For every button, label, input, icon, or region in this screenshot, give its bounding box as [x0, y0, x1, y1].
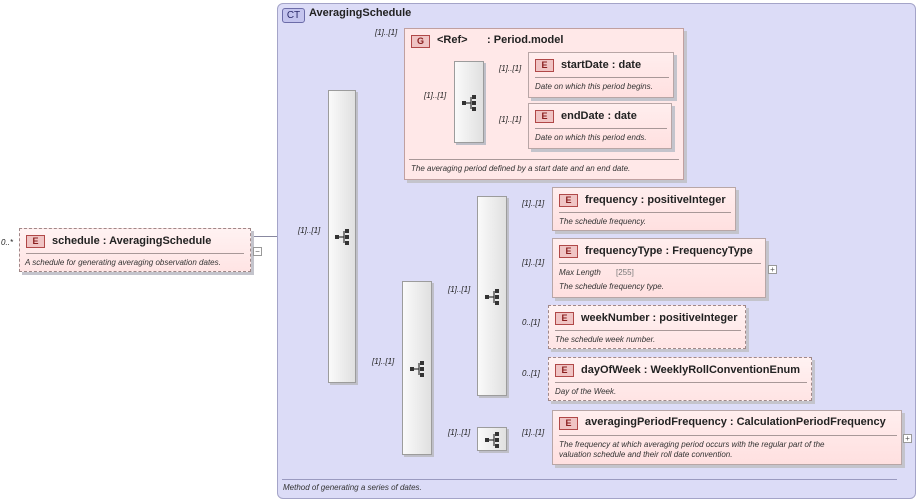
startdate-cardinality: [1]..[1]: [499, 64, 522, 73]
element-separator: [535, 77, 669, 78]
complex-type-footer-separator: [282, 479, 897, 480]
element-enddate[interactable]: E endDate : date Date on which this peri…: [528, 103, 672, 149]
inner-sequence-cardinality: [1]..[1]: [448, 285, 471, 294]
frequencytype-cardinality: [1]..[1]: [522, 258, 545, 267]
element-description-line-2: valuation schedule and their roll date c…: [559, 450, 733, 459]
element-frequencytype[interactable]: E frequencyType : FrequencyType Max Leng…: [552, 238, 766, 298]
element-separator: [535, 128, 667, 129]
main-sequence-cardinality: [1]..[1]: [298, 226, 321, 235]
element-weeknumber[interactable]: E weekNumber : positiveInteger The sched…: [548, 305, 746, 349]
group-description: The averaging period defined by a start …: [411, 164, 631, 173]
group-name: : Period.model: [487, 34, 564, 46]
facet-value: [255]: [616, 268, 634, 277]
weeknumber-cardinality: 0..[1]: [522, 318, 540, 327]
lower-sequence-cardinality: [1]..[1]: [372, 357, 395, 366]
element-badge: E: [26, 235, 45, 248]
sequence-icon: [485, 289, 499, 305]
element-badge: E: [559, 417, 578, 430]
element-name: averagingPeriodFrequency : CalculationPe…: [585, 416, 886, 428]
inner-sequence-2-cardinality: [1]..[1]: [448, 428, 471, 437]
frequency-cardinality: [1]..[1]: [522, 199, 545, 208]
element-description: Date on which this period ends.: [535, 133, 647, 142]
element-dayofweek[interactable]: E dayOfWeek : WeeklyRollConventionEnum D…: [548, 357, 812, 401]
element-description: A schedule for generating averaging obse…: [25, 258, 221, 267]
element-badge: E: [535, 110, 554, 123]
element-separator: [555, 330, 741, 331]
sequence-icon: [462, 95, 476, 111]
element-badge: E: [559, 194, 578, 207]
dayofweek-cardinality: 0..[1]: [522, 369, 540, 378]
element-frequency[interactable]: E frequency : positiveInteger The schedu…: [552, 187, 736, 231]
element-name: startDate : date: [561, 59, 642, 71]
averagingperiodfrequency-cardinality: [1]..[1]: [522, 428, 545, 437]
element-badge: E: [555, 364, 574, 377]
element-startdate[interactable]: E startDate : date Date on which this pe…: [528, 52, 674, 98]
sequence-icon: [410, 361, 424, 377]
facet-label: Max Length: [559, 268, 601, 277]
element-badge: E: [555, 312, 574, 325]
inner-sequence-2-compositor[interactable]: [477, 427, 507, 451]
group-sequence-cardinality: [1]..[1]: [424, 91, 447, 100]
element-description-line-1: The frequency at which averaging period …: [559, 440, 825, 449]
element-name: schedule : AveragingSchedule: [52, 235, 212, 247]
element-description: Date on which this period begins.: [535, 82, 653, 91]
element-description: The schedule frequency type.: [559, 282, 664, 291]
complex-type-title: AveragingSchedule: [309, 7, 412, 19]
root-cardinality: 0..*: [1, 238, 14, 247]
group-badge: G: [411, 35, 430, 48]
element-separator: [559, 263, 761, 264]
element-separator: [559, 435, 897, 436]
group-separator: [409, 159, 679, 160]
complex-type-badge: CT: [282, 8, 305, 23]
element-badge: E: [535, 59, 554, 72]
sequence-icon: [485, 432, 499, 448]
element-description: The schedule frequency.: [559, 217, 647, 226]
group-sequence-compositor[interactable]: [454, 61, 484, 143]
element-name: dayOfWeek : WeeklyRollConventionEnum: [581, 364, 801, 376]
element-name: endDate : date: [561, 110, 637, 122]
element-separator: [559, 212, 731, 213]
element-description: The schedule week number.: [555, 335, 656, 344]
element-name: frequency : positiveInteger: [585, 194, 726, 206]
group-cardinality: [1]..[1]: [375, 28, 398, 37]
element-name: weekNumber : positiveInteger: [581, 312, 738, 324]
complex-type-footer: Method of generating a series of dates.: [283, 483, 422, 492]
element-averagingperiodfrequency[interactable]: E averagingPeriodFrequency : Calculation…: [552, 410, 902, 465]
sequence-icon: [335, 229, 349, 245]
expand-icon[interactable]: +: [768, 265, 777, 274]
inner-sequence-compositor[interactable]: [477, 196, 507, 396]
expand-icon[interactable]: +: [903, 434, 912, 443]
lower-sequence-compositor[interactable]: [402, 281, 432, 455]
enddate-cardinality: [1]..[1]: [499, 115, 522, 124]
element-description: Day of the Week.: [555, 387, 617, 396]
element-badge: E: [559, 245, 578, 258]
collapse-icon[interactable]: −: [253, 247, 262, 256]
root-element-schedule[interactable]: E schedule : AveragingSchedule A schedul…: [19, 228, 251, 272]
element-name: frequencyType : FrequencyType: [585, 245, 753, 257]
group-ref: <Ref>: [437, 34, 468, 46]
element-separator: [26, 253, 244, 254]
element-separator: [555, 382, 807, 383]
main-sequence-compositor[interactable]: [328, 90, 356, 383]
